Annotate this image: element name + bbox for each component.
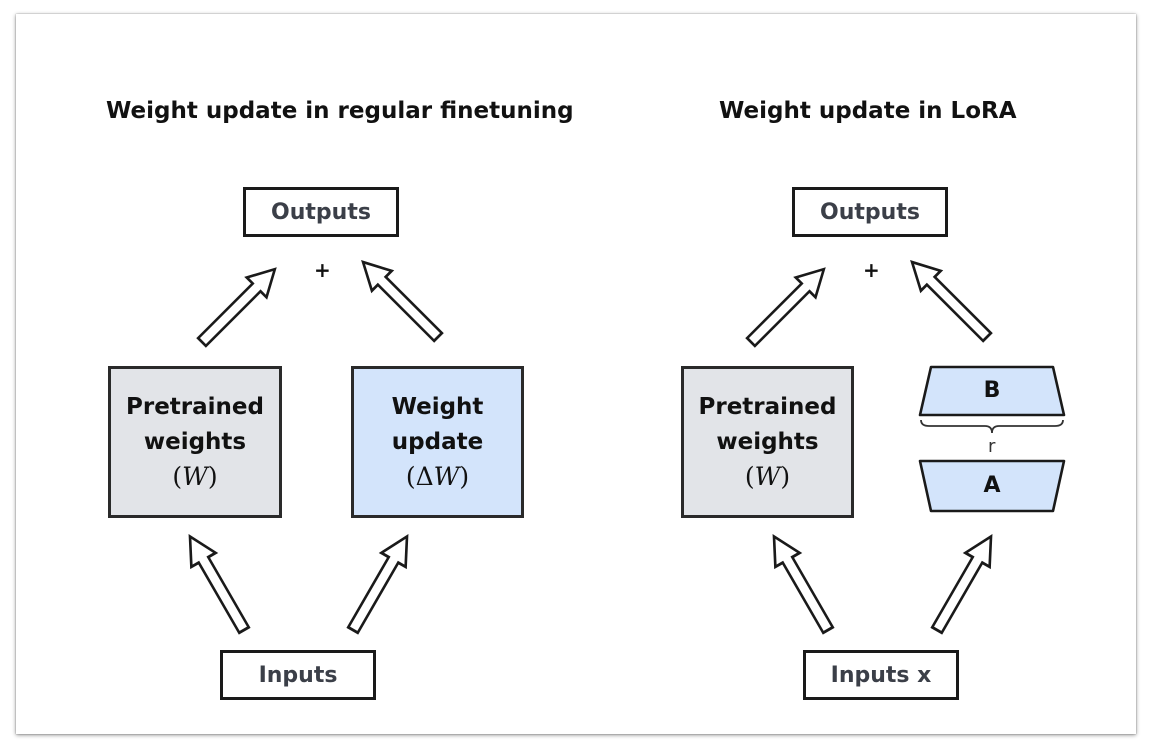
arrow-icon [760, 528, 842, 639]
left-plus-sign: + [314, 258, 331, 282]
left-pretrained-weights-box: Pretrained weights (W) [108, 366, 282, 518]
left-weight-update-box: Weight update (ΔW) [351, 366, 524, 518]
arrow-icon [190, 257, 287, 354]
right-panel-title: Weight update in LoRA [719, 98, 1017, 124]
matrix-b-label: B [983, 378, 1001, 403]
update-label-line1: Weight [391, 394, 484, 420]
rank-brace [920, 419, 1064, 434]
right-pretrained-weights-box: Pretrained weights (W) [681, 366, 854, 518]
update-label-line2: update [391, 429, 484, 455]
rank-label: r [988, 436, 996, 457]
pretrained-label-line1: Pretrained [126, 394, 264, 420]
arrow-icon [176, 528, 258, 639]
pretrained-label-line1: Pretrained [698, 394, 837, 420]
left-inputs-box: Inputs [220, 650, 376, 700]
matrix-b-shape [918, 365, 1066, 417]
pretrained-label-line2: weights [143, 429, 247, 455]
left-outputs-box: Outputs [243, 187, 399, 237]
pretrained-symbol: (W) [744, 462, 791, 491]
delta-w-symbol: (ΔW) [405, 462, 470, 491]
right-plus-sign: + [863, 258, 880, 282]
arrow-icon [339, 528, 421, 639]
pretrained-symbol: (W) [172, 462, 218, 491]
left-panel-title: Weight update in regular finetuning [106, 98, 574, 124]
right-outputs-box: Outputs [792, 187, 948, 237]
matrix-a-shape [918, 459, 1066, 513]
arrow-icon [923, 528, 1005, 639]
pretrained-label-line2: weights [716, 429, 819, 455]
matrix-a-label: A [983, 473, 1001, 498]
arrow-icon [351, 250, 450, 349]
arrow-icon [900, 250, 999, 349]
right-inputs-box: Inputs x [803, 650, 959, 700]
arrow-icon [739, 257, 836, 354]
